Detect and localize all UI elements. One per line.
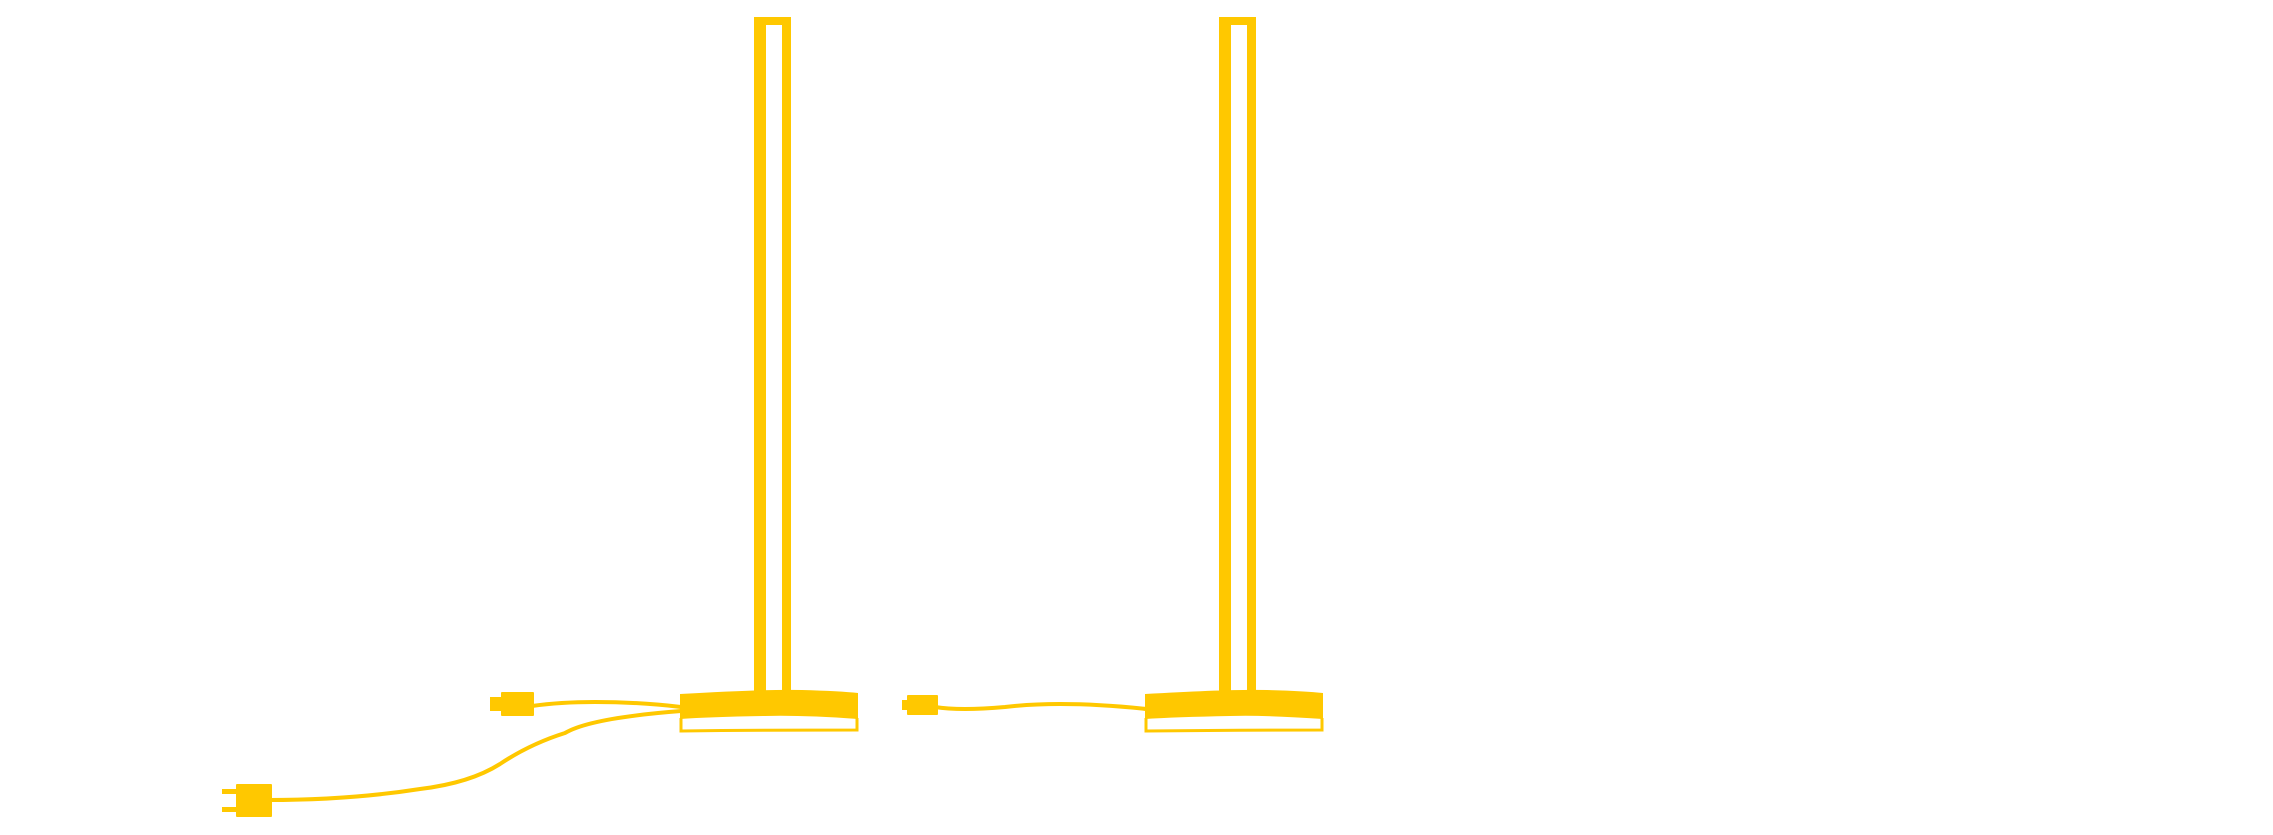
lamp-base	[679, 689, 859, 733]
lamp-base	[1144, 689, 1324, 733]
floor-lamp-right	[902, 17, 1324, 733]
connector-cord	[902, 695, 1147, 715]
power-cord	[222, 709, 682, 817]
lamp-pole	[754, 17, 791, 695]
lamp-pole	[1219, 17, 1256, 695]
connector-plug-icon	[490, 692, 534, 716]
connector-plug-icon	[902, 695, 938, 715]
power-plug-icon	[222, 784, 272, 817]
connector-cord	[490, 692, 682, 716]
floor-lamp-left	[222, 17, 859, 817]
